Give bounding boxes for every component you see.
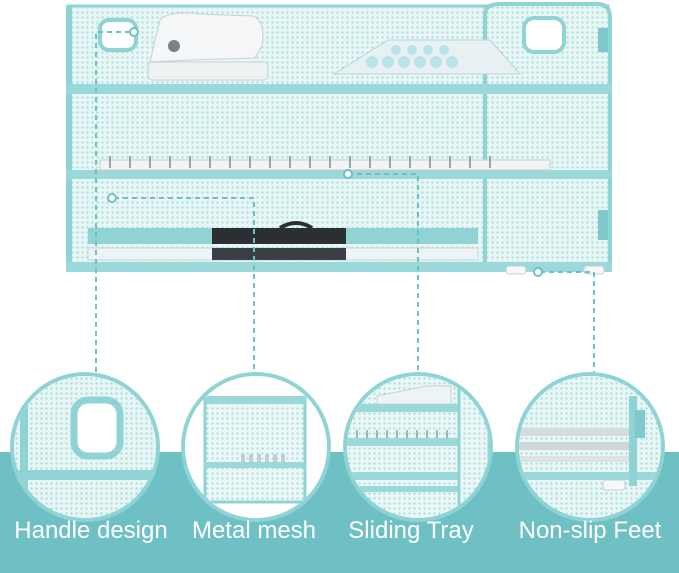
feet-detail-image (515, 372, 665, 522)
handle-detail-image (10, 372, 160, 522)
feature-label-mesh: Metal mesh (191, 517, 317, 544)
feature-label-tray: Sliding Tray (348, 517, 474, 544)
mesh-detail-image (181, 372, 331, 522)
tray-detail-image (343, 372, 493, 522)
feature-label-handle: Handle design (14, 517, 168, 544)
desk-organizer-illustration (66, 1, 612, 275)
feature-label-feet: Non-slip Feet (518, 517, 662, 544)
